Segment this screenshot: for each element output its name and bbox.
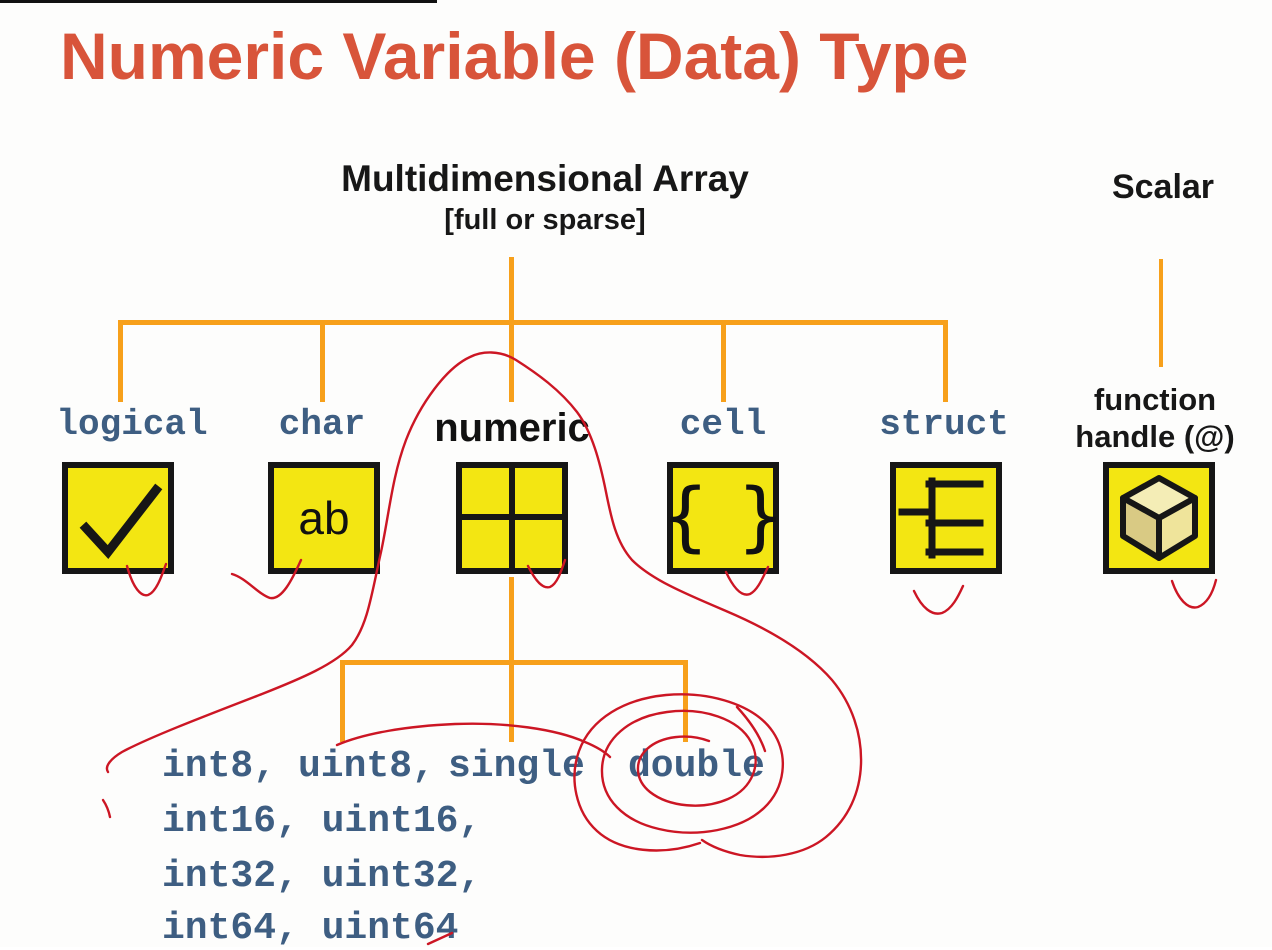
checkmark-icon bbox=[79, 483, 163, 559]
logical-icon-box bbox=[62, 462, 174, 574]
red-pen-comma-mark bbox=[101, 798, 112, 819]
type-label-numeric: numeric bbox=[434, 406, 590, 450]
connector-subdrop-left bbox=[340, 662, 345, 742]
type-label-char: char bbox=[278, 404, 366, 445]
connector-sub-rail bbox=[340, 660, 688, 665]
top-border-artifact bbox=[0, 0, 437, 3]
subtype-int8: int8, bbox=[162, 745, 277, 788]
function-handle-icon-box bbox=[1103, 462, 1215, 574]
curly-braces-icon: { } bbox=[662, 468, 784, 568]
type-label-cell: cell bbox=[679, 404, 767, 445]
red-pen-check-function-handle bbox=[1170, 578, 1218, 609]
cell-icon-box: { } bbox=[662, 462, 784, 574]
function-handle-label: function handle (@) bbox=[1075, 381, 1234, 455]
subtype-row-int32: int32, uint32, bbox=[162, 855, 482, 898]
type-label-logical: logical bbox=[56, 404, 208, 445]
subtype-row-int16: int16, uint16, bbox=[162, 800, 482, 843]
ab-glyph-icon: ab bbox=[298, 492, 350, 544]
right-brace-glyph: } bbox=[738, 470, 784, 560]
struct-icon-box bbox=[890, 462, 1002, 574]
function-handle-label-line1: function bbox=[1093, 382, 1217, 417]
subtype-single: single bbox=[448, 745, 585, 788]
type-label-struct: struct bbox=[879, 404, 1009, 445]
root-node-title: Multidimensional Array bbox=[341, 158, 749, 199]
connector-root-stem bbox=[509, 257, 514, 323]
subtype-double: double bbox=[628, 745, 765, 788]
connector-scalar-stem bbox=[1159, 259, 1163, 367]
hierarchy-icon bbox=[898, 477, 984, 559]
subtype-row-int64: int64, uint64 bbox=[162, 907, 459, 950]
connector-drop-struct bbox=[943, 322, 948, 402]
matrix-grid-icon bbox=[462, 468, 562, 568]
char-icon-box: ab bbox=[268, 462, 380, 574]
function-handle-cube-icon bbox=[1120, 475, 1198, 561]
numeric-icon-box bbox=[456, 462, 568, 574]
connector-subdrop-right bbox=[683, 662, 688, 742]
scalar-heading: Scalar bbox=[1111, 168, 1215, 206]
root-node-subtitle: [full or sparse] bbox=[444, 204, 646, 236]
connector-main-rail bbox=[118, 320, 948, 325]
subtype-uint8: uint8, bbox=[298, 745, 435, 788]
connector-drop-char bbox=[320, 322, 325, 402]
connector-drop-numeric bbox=[509, 322, 514, 402]
red-pen-check-struct bbox=[912, 584, 965, 615]
left-brace-glyph: { bbox=[662, 470, 708, 560]
connector-drop-logical bbox=[118, 322, 123, 402]
slide-title: Numeric Variable (Data) Type bbox=[60, 19, 969, 93]
function-handle-label-line2: handle (@) bbox=[1075, 419, 1235, 454]
connector-drop-cell bbox=[721, 322, 726, 402]
matrix-grid-hline bbox=[462, 514, 562, 520]
